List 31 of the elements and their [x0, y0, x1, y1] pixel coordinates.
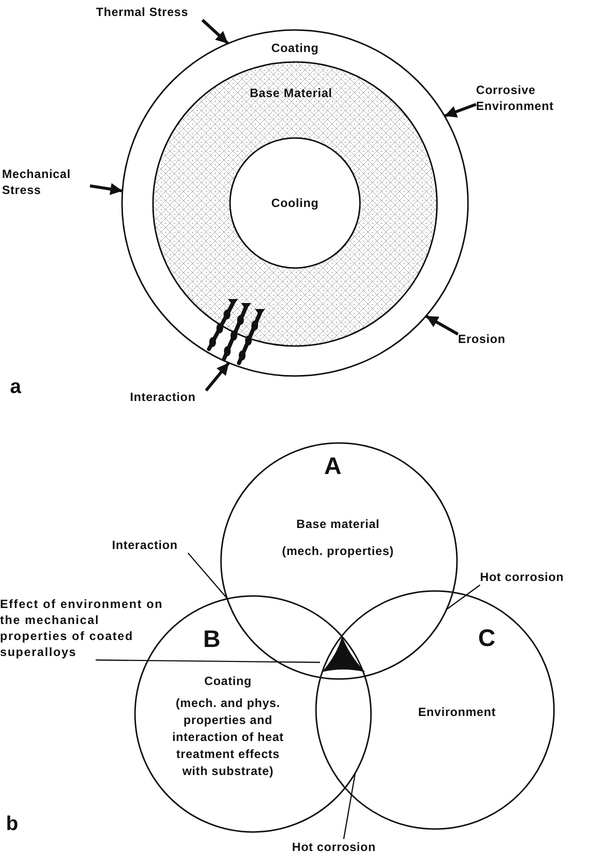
block-arrow	[444, 103, 477, 118]
leader-line	[343, 772, 356, 840]
circle-label: Coating	[203, 673, 253, 690]
annotation-text: Effect of environment on the mechanical properties of coated superalloys	[0, 596, 165, 660]
block-arrow	[201, 18, 229, 45]
annotation-text: Hot corrosion	[480, 569, 590, 585]
circle-letter: B	[202, 627, 222, 653]
circle-label: Environment	[417, 704, 497, 721]
leader-line	[446, 584, 480, 610]
annotation-text: Interaction	[130, 389, 206, 405]
circle-letter: A	[323, 454, 343, 480]
circle-label: (mech. and phys. properties and interaction of heat treatment effects with substrate)	[171, 695, 285, 780]
circle-label: Coating	[270, 40, 320, 57]
panel-letter: a	[10, 376, 22, 398]
circle-label: Cooling	[270, 195, 320, 212]
annotation-text: Mechanical Stress	[2, 166, 90, 198]
circle-label: Base material	[295, 516, 381, 533]
annotation-text: Thermal Stress	[96, 4, 208, 20]
circle-letter: C	[477, 626, 497, 652]
annotation-text: Corrosive Environment	[476, 82, 576, 114]
annotation-text: Interaction	[112, 537, 192, 553]
annotation-text: Erosion	[458, 331, 518, 347]
annotation-text: Hot corrosion	[292, 839, 402, 855]
leader-line	[188, 552, 228, 599]
block-arrow	[425, 314, 459, 336]
circle-label: (mech. properties)	[281, 543, 395, 560]
leader-line	[96, 659, 320, 663]
circle-label: Base Material	[248, 85, 334, 102]
panel-letter: b	[6, 813, 19, 835]
block-arrow	[90, 183, 123, 195]
block-arrow	[204, 362, 230, 392]
